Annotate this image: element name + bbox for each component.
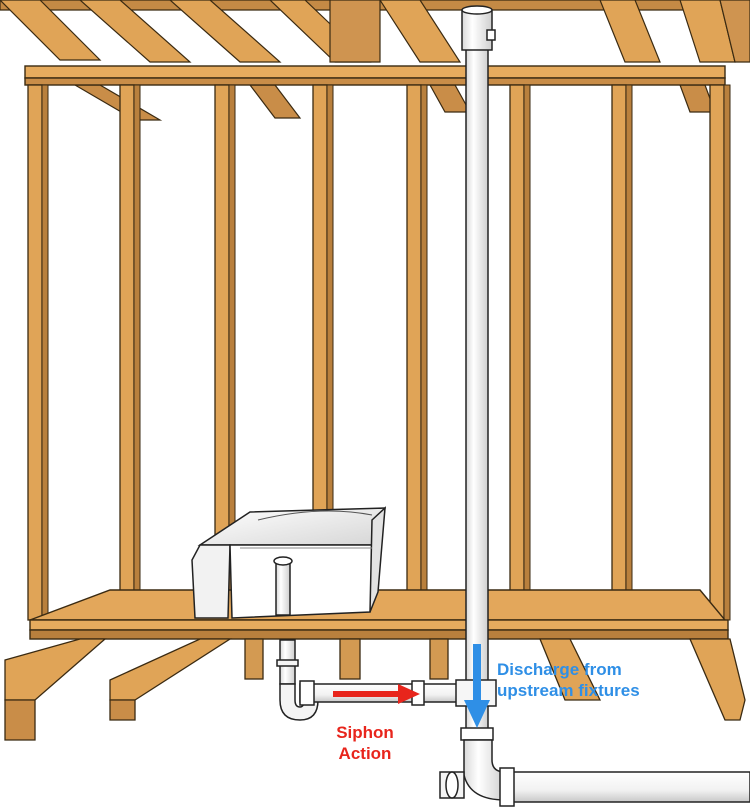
drain-fittings [439,679,750,807]
top-plate [24,65,726,86]
wall-stud [709,84,725,621]
vent-stack-pipe [461,5,496,731]
p-trap [276,639,319,721]
wall-studs [27,84,731,621]
wall-stud-side [41,84,49,621]
wall-stud-side [133,84,141,621]
wall-stud-side [420,84,428,621]
floor-platform [29,589,729,640]
laundry-sink [191,506,386,619]
arrow-right-icon [333,684,420,704]
siphon-action-label: Siphon Action [322,722,408,764]
wall-stud [611,84,627,621]
wall-stud [406,84,422,621]
discharge-label: Discharge from upstream fixtures [497,659,640,701]
wall-stud [509,84,525,621]
siphon-label-line1: Siphon [336,723,394,742]
wall-stud-side [625,84,633,621]
arrow-down-icon [464,644,490,728]
ceiling-joists [0,0,750,63]
discharge-label-line2: upstream fixtures [497,681,640,700]
floor-joists [4,638,746,741]
discharge-label-line1: Discharge from [497,660,622,679]
wall-stud-side [523,84,531,621]
wall-stud-side [723,84,731,621]
siphon-label-line2: Action [338,744,392,763]
wall-stud [27,84,43,621]
wall-stud [119,84,135,621]
